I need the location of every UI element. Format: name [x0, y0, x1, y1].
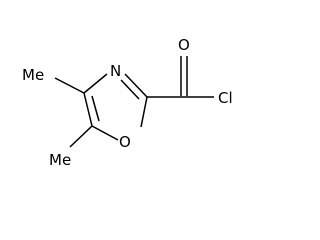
chemical-structure: N O O Cl Me Me — [22, 36, 233, 169]
bond-c5-c4 — [83, 92, 93, 127]
bond-c2-n3-double-inner — [120, 79, 140, 100]
atom-label-methyl-5: Me — [49, 151, 71, 169]
atom-label-methyl-4: Me — [22, 66, 44, 84]
atom-label-oxygen-carbonyl: O — [178, 36, 190, 54]
bond-c5-c4-double-inner — [91, 95, 100, 122]
atom-label-nitrogen: N — [110, 62, 121, 80]
atom-label-oxygen-ring: O — [119, 133, 131, 151]
bond-c2-o1 — [140, 96, 148, 128]
bond-c4-methyl — [54, 77, 85, 94]
bond-c5-methyl — [69, 125, 93, 148]
bond-o1-c5 — [91, 125, 119, 141]
atom-label-chlorine: Cl — [218, 89, 233, 107]
bond-c4-n3 — [83, 73, 108, 94]
bond-n3-c2 — [124, 73, 148, 98]
